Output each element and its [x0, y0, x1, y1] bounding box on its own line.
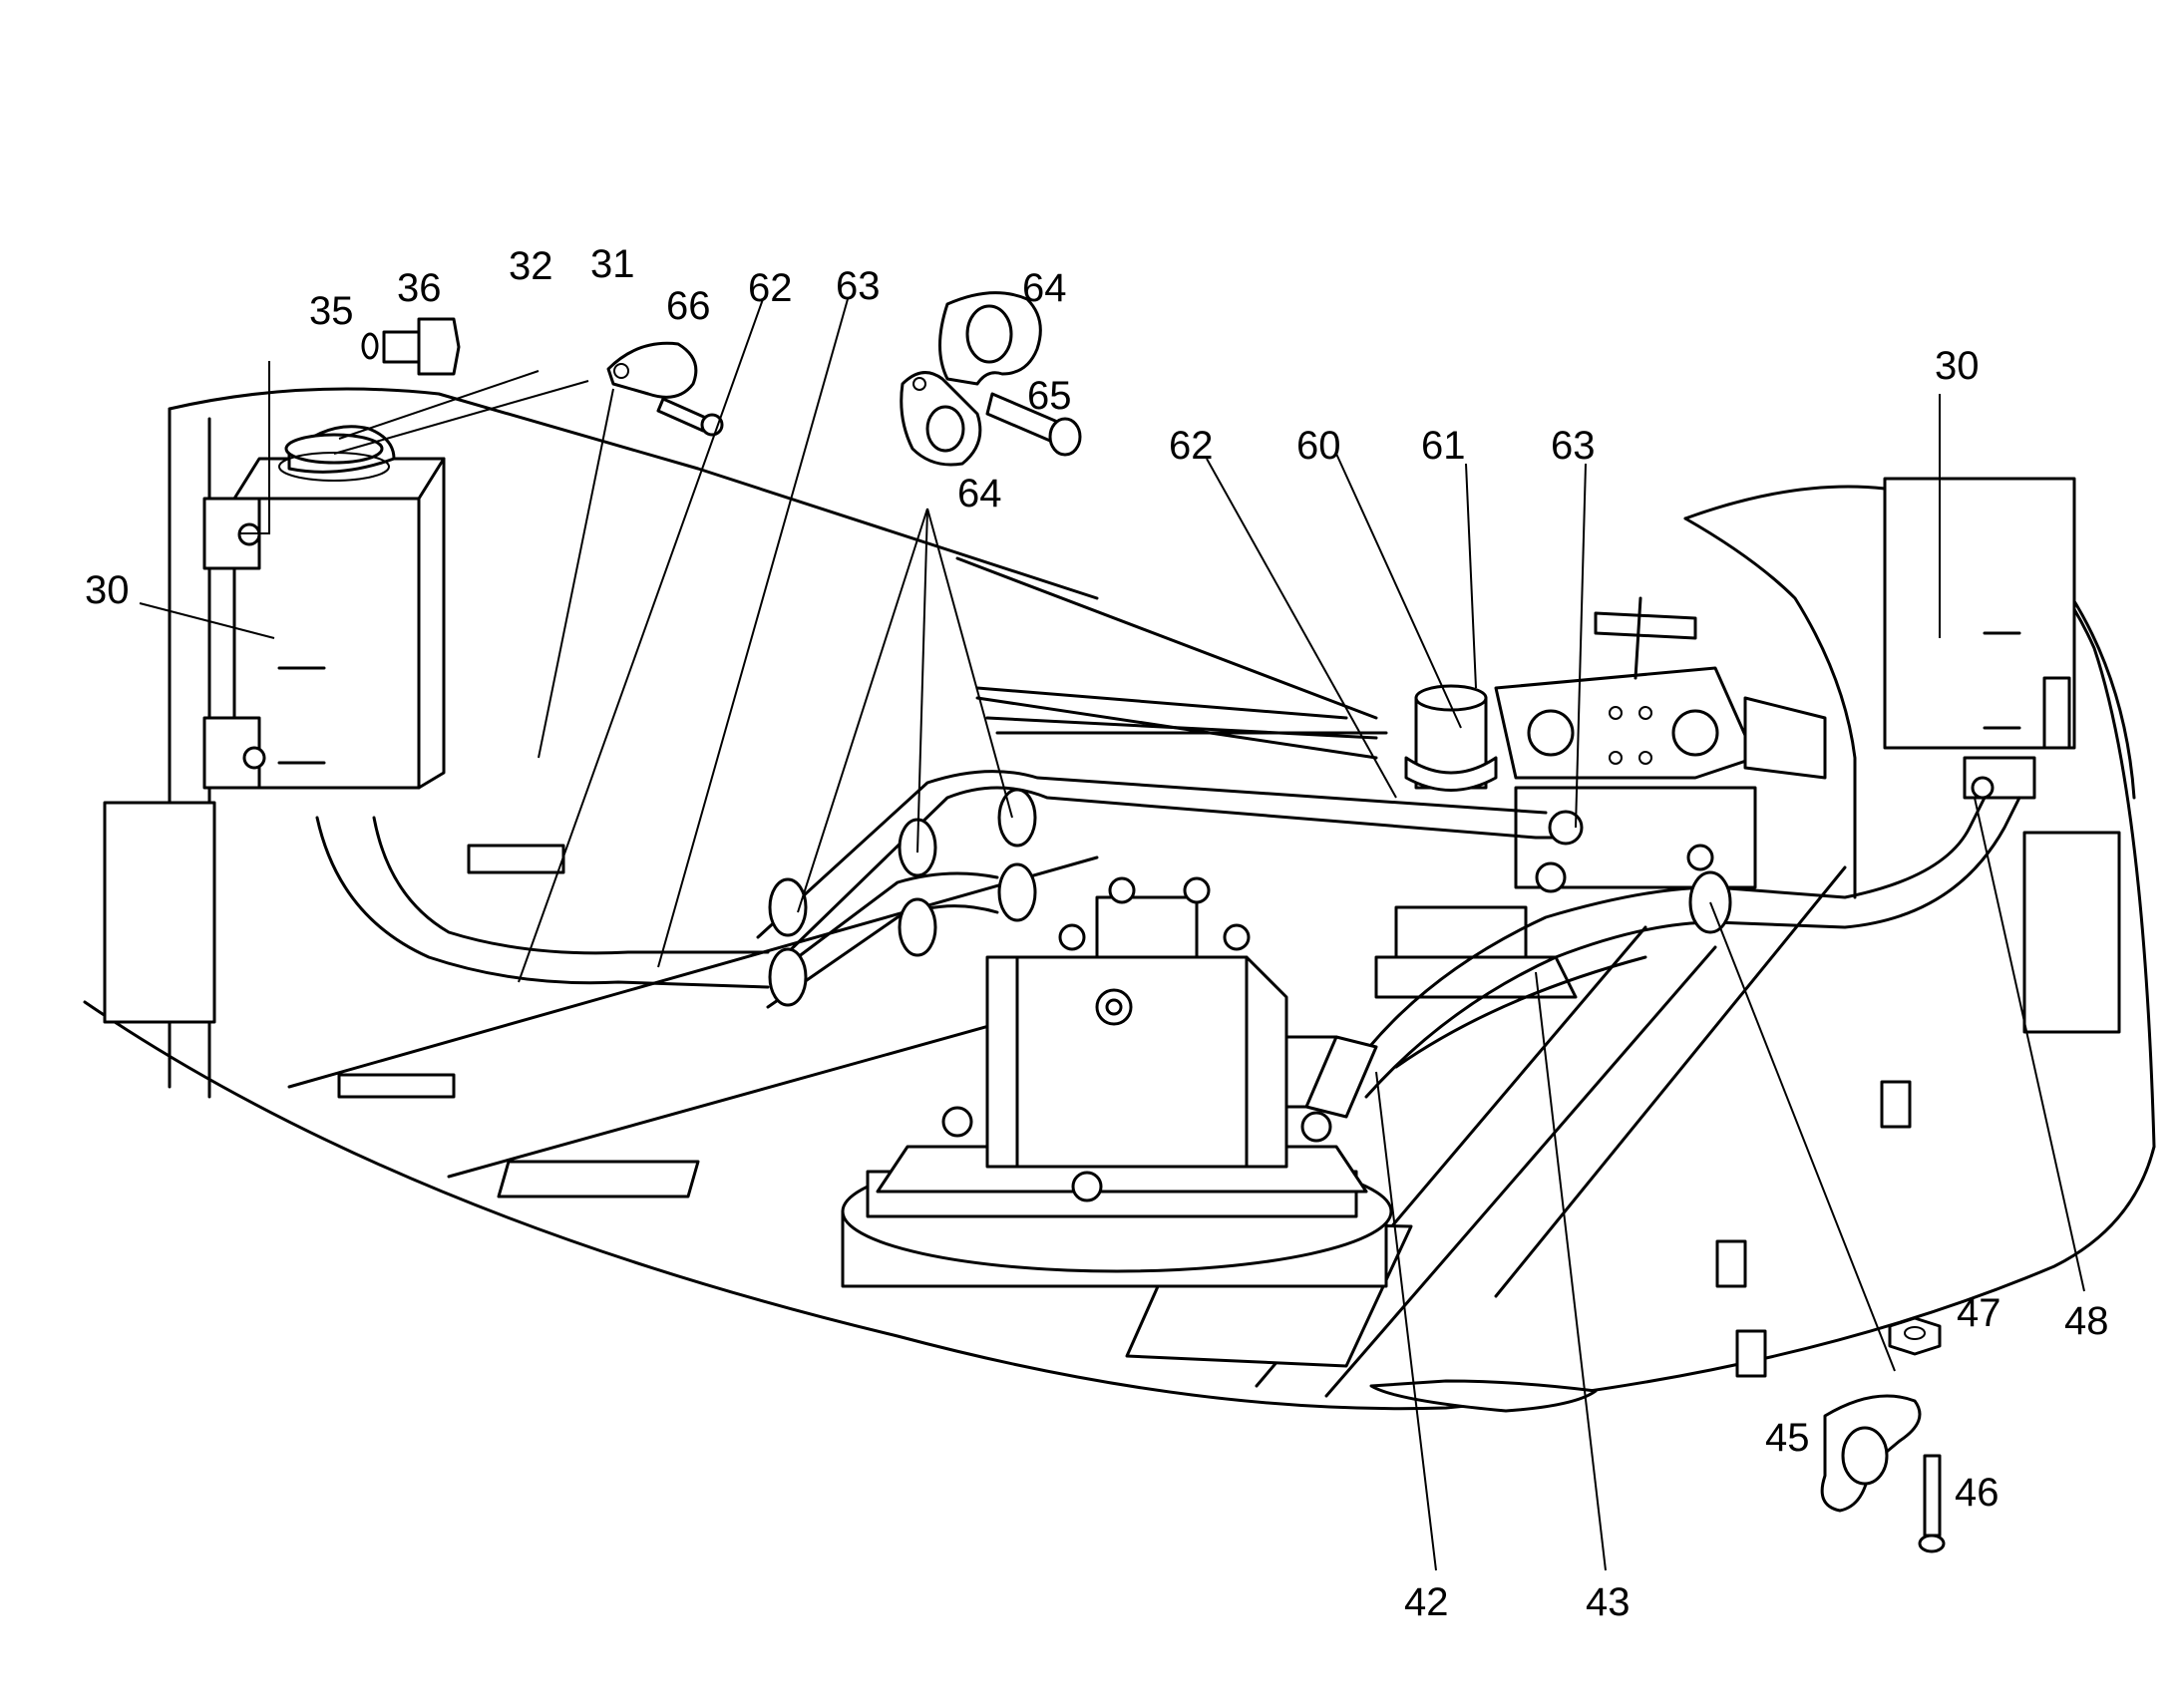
hose-bundle: [315, 770, 2021, 1119]
control-box-left: [202, 425, 446, 790]
callout-32: 32: [509, 244, 553, 288]
callout-63-left: 63: [836, 264, 881, 308]
motor-assembly: [841, 876, 1393, 1288]
callout-64-lower: 64: [957, 472, 1002, 515]
callout-42: 42: [1404, 1580, 1449, 1624]
callout-62-left: 62: [748, 266, 793, 310]
callout-30-right: 30: [1935, 344, 1980, 388]
callout-66: 66: [666, 284, 711, 328]
callout-48: 48: [2064, 1299, 2109, 1343]
leader-lines: [139, 298, 2085, 1571]
callout-63-right: 63: [1551, 424, 1596, 468]
callout-46: 46: [1955, 1471, 1999, 1515]
callout-60: 60: [1296, 424, 1341, 468]
frame-outline: [83, 387, 2156, 1413]
callout-43: 43: [1586, 1580, 1631, 1624]
fasteners-detail: [361, 291, 1082, 467]
callout-36: 36: [397, 266, 442, 310]
callout-62-right: 62: [1169, 424, 1214, 468]
callout-30-left: 30: [85, 568, 130, 612]
callout-labels: 30 35 36 32 31 66 62 63 64 65 64 62 60 6…: [85, 242, 2109, 1624]
callout-35: 35: [309, 289, 354, 333]
callout-45: 45: [1765, 1416, 1810, 1460]
callout-64-upper: 64: [1022, 266, 1067, 310]
callout-61: 61: [1421, 424, 1466, 468]
valve-assembly: [1374, 596, 1827, 999]
callout-31: 31: [590, 242, 635, 286]
control-box-right: [1883, 477, 2076, 800]
callout-47: 47: [1957, 1291, 2001, 1335]
clamp-detail-bottom: [1820, 1316, 1946, 1553]
callout-65: 65: [1027, 374, 1072, 418]
